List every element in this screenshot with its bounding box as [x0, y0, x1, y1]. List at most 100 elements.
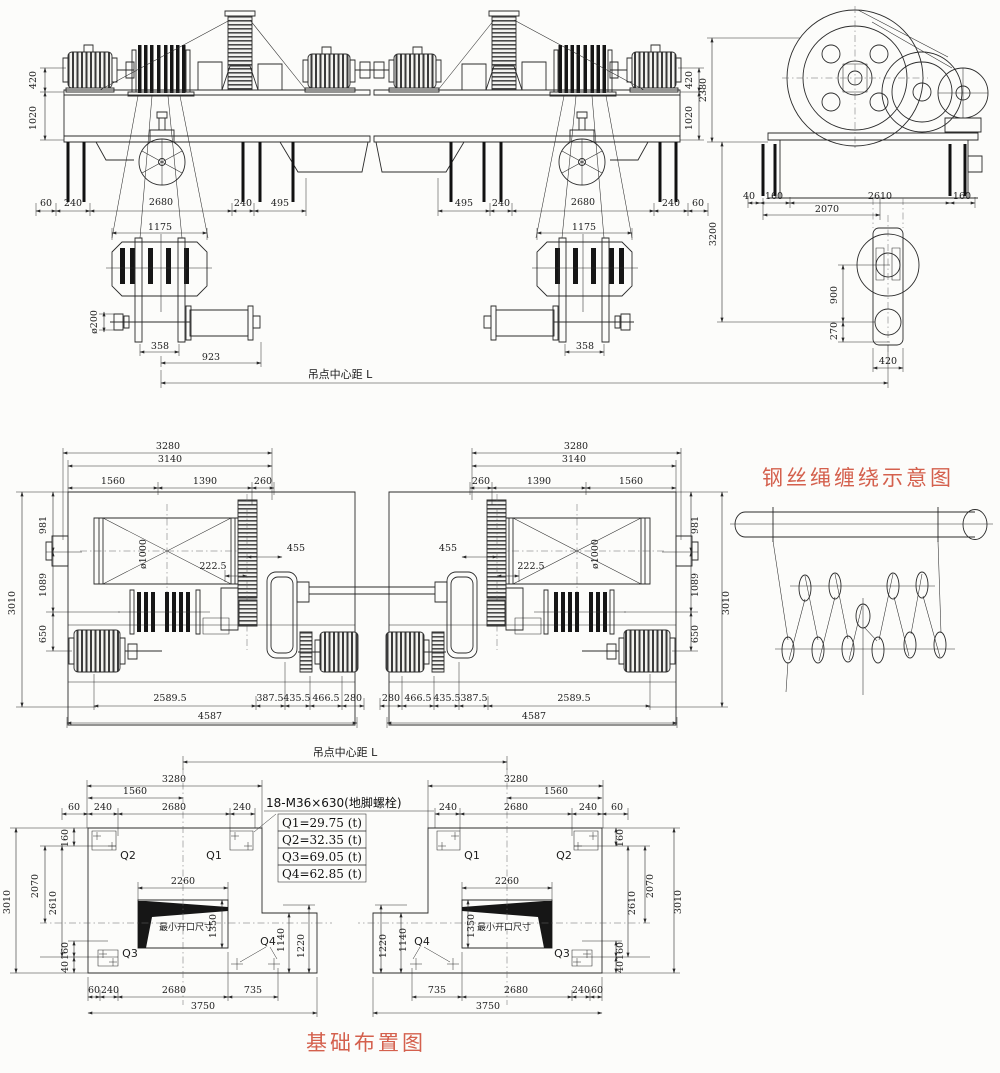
- bolt-group-label: Q1: [206, 849, 222, 862]
- sheave-icon: [782, 637, 794, 663]
- plan-view: 3280 3280 3140 3140 1560 1390 260 260 13…: [7, 441, 732, 728]
- dim-label: 2070: [815, 204, 839, 215]
- dim-label: 1140: [276, 928, 287, 952]
- front-elevation-view: 420 1020 420 1020 60 240 2680 240 495 49…: [28, 11, 889, 388]
- dim-label: 735: [244, 985, 262, 996]
- dim-label: 923: [202, 352, 220, 363]
- dim-label: 650: [690, 625, 701, 643]
- dim-label: 240: [579, 802, 597, 813]
- sheave-icon: [812, 637, 824, 663]
- hoist-center-distance-label: 吊点中心距 L: [313, 746, 378, 759]
- dim-label: 455: [287, 543, 305, 554]
- dim-label: 495: [455, 198, 473, 209]
- dim-label: 3280: [504, 774, 528, 785]
- load-row: Q3=69.05 (t): [282, 850, 362, 864]
- dim-label: 1560: [619, 476, 643, 487]
- dim-label: 3200: [708, 222, 719, 246]
- dim-label: 240: [234, 198, 252, 209]
- dim-label: 435.5: [283, 693, 310, 704]
- anchor-bolt-note: 18-M36×630(地脚螺栓): [266, 795, 402, 810]
- front-elevation-left-unit: [35, 11, 372, 356]
- dim-label: 900: [829, 286, 840, 304]
- dim-label: 1020: [684, 106, 695, 130]
- dim-label: 466.5: [312, 693, 339, 704]
- min-opening-label: 最小开口尺寸: [477, 921, 531, 933]
- dim-label: 358: [576, 341, 594, 352]
- dim-label: 60: [40, 198, 52, 209]
- dim-label: 1220: [296, 934, 307, 958]
- dim-label: 3010: [721, 591, 732, 615]
- dim-label: 1390: [527, 476, 551, 487]
- dim-label: 240: [94, 802, 112, 813]
- dim-label: 2589.5: [557, 693, 590, 704]
- dim-label: 240: [64, 198, 82, 209]
- front-elevation-dimensions: 420 1020 420 1020 60 240 2680 240 495 49…: [28, 71, 704, 381]
- dim-label: 1140: [398, 928, 409, 952]
- sheave-icon: [829, 573, 841, 599]
- dim-label: 2680: [504, 985, 528, 996]
- dim-label: 240: [572, 985, 590, 996]
- dim-label: 2260: [495, 876, 519, 887]
- dim-label: 60: [611, 802, 623, 813]
- dim-label: 260: [254, 476, 272, 487]
- dim-label: 420: [28, 71, 39, 89]
- dim-label: 1560: [101, 476, 125, 487]
- sheave-icon: [872, 637, 884, 663]
- load-row: Q2=32.35 (t): [282, 833, 362, 847]
- dim-label: 240: [101, 985, 119, 996]
- dim-label: 981: [690, 516, 701, 534]
- dim-label: 40: [743, 191, 755, 202]
- gear-tower-icon: [228, 16, 252, 90]
- bolt-group-label: Q2: [120, 849, 136, 862]
- dim-label: 387.5: [256, 693, 283, 704]
- drum-support: [873, 228, 903, 345]
- dim-label: 981: [38, 516, 49, 534]
- dim-label: 60: [88, 985, 100, 996]
- foundation-plan: 吊点中心距 L: [2, 746, 684, 1055]
- dim-label: 60: [591, 985, 603, 996]
- dim-label: 240: [492, 198, 510, 209]
- sheave-icon: [856, 604, 870, 628]
- dim-label: 2680: [571, 197, 595, 208]
- rope-lines: [773, 541, 941, 695]
- dim-label: 650: [38, 625, 49, 643]
- foundation-left: [10, 768, 332, 1017]
- dim-label: 1390: [193, 476, 217, 487]
- dim-label: 2610: [868, 191, 892, 202]
- sheave-icon: [799, 575, 811, 601]
- dim-label: 455: [439, 543, 457, 554]
- rope-reeving-diagram: 钢丝绳缠绕示意图: [730, 466, 993, 695]
- bolt-group-label: Q4: [414, 935, 430, 948]
- dim-label: 1089: [690, 573, 701, 597]
- dim-label: 1350: [466, 914, 477, 938]
- hoist-center-distance-label: 吊点中心距 L: [308, 368, 373, 381]
- dim-label: 358: [151, 341, 169, 352]
- bolt-group-label: Q2: [556, 849, 572, 862]
- dim-label: 2380: [698, 78, 709, 102]
- dim-label: 1560: [544, 786, 568, 797]
- dim-label: 3140: [562, 454, 586, 465]
- gearbox-plan: [267, 572, 297, 658]
- dim-label: 160: [60, 942, 71, 960]
- plan-view-dimensions: 3280 3280 3140 3140 1560 1390 260 260 13…: [7, 441, 732, 722]
- dim-label: 3750: [191, 1001, 215, 1012]
- dim-label: 3140: [158, 454, 182, 465]
- bolt-group-label: Q3: [554, 947, 570, 960]
- plan-view-left-unit: [16, 448, 365, 728]
- dim-label: 280: [382, 693, 400, 704]
- dim-label: 60: [692, 198, 704, 209]
- bolt-group-label: Q1: [464, 849, 480, 862]
- motor-icon: [68, 52, 112, 88]
- rope-drum: [190, 310, 248, 336]
- dim-label: 60: [68, 802, 80, 813]
- dim-label: 160: [60, 829, 71, 847]
- dim-label: 2260: [171, 876, 195, 887]
- dim-label: 270: [829, 322, 840, 340]
- dim-label: 387.5: [460, 693, 487, 704]
- side-elevation-dimensions: 2380 3200 40 160 2610 160 2070 900 270 4…: [698, 78, 971, 367]
- sheave-icon: [904, 632, 916, 658]
- bolt-group-label: Q4: [260, 935, 276, 948]
- dim-label: 40: [615, 961, 626, 973]
- dim-label: 2070: [645, 874, 656, 898]
